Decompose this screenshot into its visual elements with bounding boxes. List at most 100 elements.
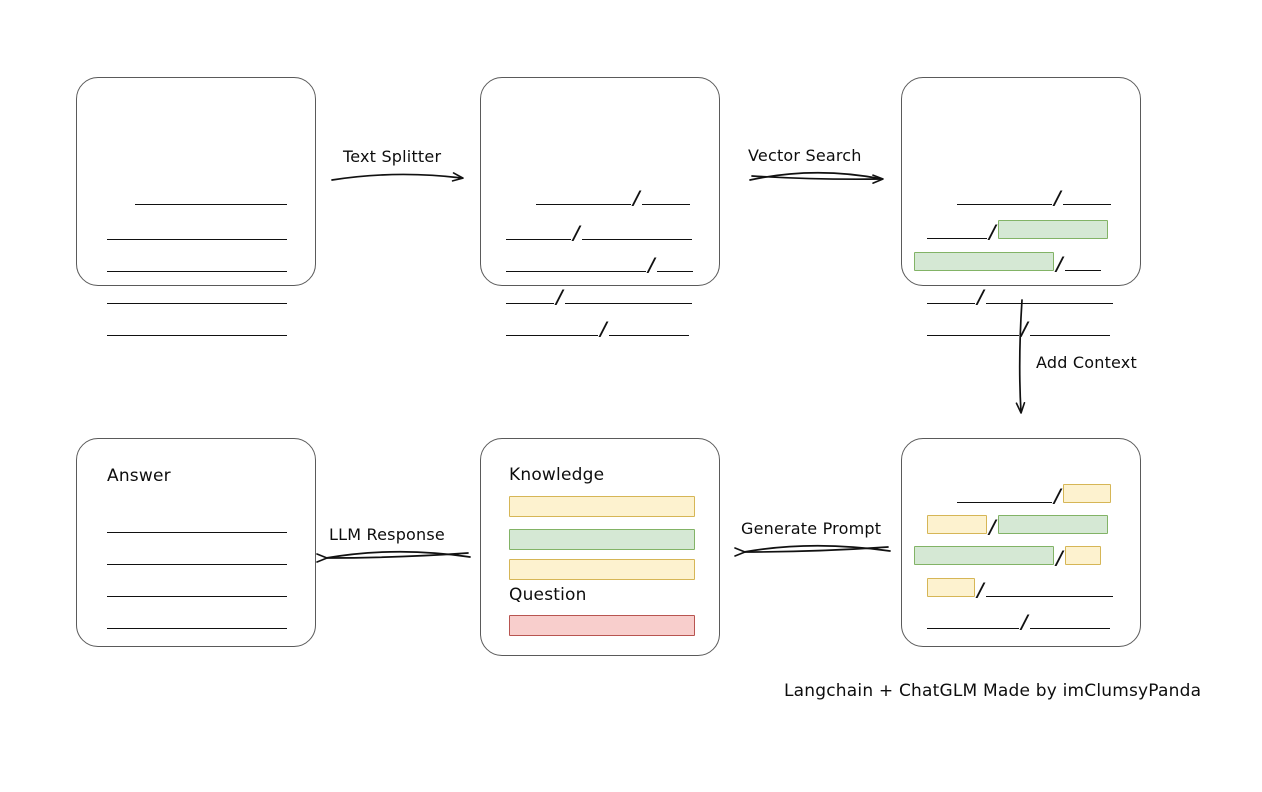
text-line: [107, 218, 287, 240]
context-chunk: [927, 515, 987, 534]
matched-chunk: [914, 252, 1054, 271]
chunk-separator: /: [1021, 611, 1028, 633]
text-segment: [506, 256, 646, 272]
text-segment: [135, 189, 287, 205]
text-line: /: [927, 607, 1110, 633]
text-segment: [1029, 613, 1110, 629]
text-segment: [107, 320, 287, 336]
answer-lines: [77, 439, 315, 646]
knowledge-bar: [509, 529, 695, 550]
context-chunk: [1064, 546, 1101, 565]
text-segment: [957, 487, 1052, 503]
text-line: [135, 183, 287, 205]
text-line: /: [927, 575, 1113, 601]
text-line: [107, 314, 287, 336]
text-segment: [107, 288, 287, 304]
source-document[interactable]: [76, 77, 316, 336]
text-line: /: [506, 282, 692, 308]
searched-document-lines: / / / / /: [902, 78, 1140, 339]
chunk-separator: /: [989, 221, 996, 243]
text-segment: [927, 613, 1019, 629]
text-segment: [107, 224, 287, 240]
knowledge-heading: Knowledge: [509, 465, 605, 485]
text-line: /: [914, 543, 1101, 569]
chunk-separator: /: [633, 187, 640, 209]
text-segment: [1062, 189, 1111, 205]
chunk-separator: /: [556, 286, 563, 308]
text-line: /: [914, 249, 1101, 275]
context-chunk: [1062, 484, 1111, 503]
text-line: /: [957, 481, 1111, 507]
text-line: [107, 250, 287, 272]
footer-credit: Langchain + ChatGLM Made by imClumsyPand…: [784, 681, 1202, 701]
searched-document[interactable]: / / / / /: [901, 77, 1141, 339]
text-line: /: [927, 217, 1108, 243]
chunk-separator: /: [977, 579, 984, 601]
answer-heading: Answer: [107, 466, 171, 486]
text-line: /: [506, 218, 692, 243]
text-line: /: [927, 512, 1108, 538]
arrow-vector-search: [749, 171, 884, 184]
text-segment: [927, 320, 1019, 336]
text-segment: [506, 320, 598, 336]
answer-box[interactable]: Answer: [76, 438, 316, 647]
text-segment: [927, 288, 975, 304]
chunk-separator: /: [1054, 187, 1061, 209]
prompt-box[interactable]: Knowledge Question: [480, 438, 720, 656]
edge-label-add-context: Add Context: [1036, 353, 1137, 372]
chunk-separator: /: [1021, 318, 1028, 340]
source-document-lines: [77, 78, 315, 336]
text-segment: [927, 223, 987, 239]
chunk-separator: /: [648, 254, 655, 276]
text-segment: [506, 288, 554, 304]
arrow-generate-prompt: [734, 544, 891, 557]
chunk-separator: /: [977, 286, 984, 308]
context-document-lines: / / / / /: [902, 439, 1140, 646]
text-line: /: [927, 282, 1113, 308]
context-chunk: [927, 578, 975, 597]
text-line: [107, 607, 287, 629]
chunk-separator: /: [1056, 253, 1063, 275]
text-line: [107, 511, 287, 533]
chunk-separator: /: [989, 516, 996, 538]
text-segment: [564, 288, 692, 304]
text-segment: [985, 288, 1113, 304]
text-segment: [107, 613, 287, 629]
edge-label-text-splitter: Text Splitter: [343, 147, 442, 166]
text-segment: [107, 549, 287, 565]
text-segment: [608, 320, 689, 336]
question-heading: Question: [509, 585, 587, 605]
text-segment: [506, 224, 571, 240]
text-segment: [1064, 255, 1101, 271]
text-segment: [536, 189, 631, 205]
text-line: [107, 575, 287, 597]
text-segment: [985, 581, 1113, 597]
text-segment: [1029, 320, 1110, 336]
text-segment: [641, 189, 690, 205]
text-line: [107, 543, 287, 565]
edge-label-generate-prompt: Generate Prompt: [741, 519, 882, 538]
split-document-lines: / / / / /: [481, 78, 719, 339]
question-bar: [509, 615, 695, 636]
matched-chunk: [914, 546, 1054, 565]
text-segment: [656, 256, 693, 272]
text-line: /: [927, 314, 1110, 340]
text-line: /: [506, 250, 693, 276]
text-segment: [107, 256, 287, 272]
chunk-separator: /: [1054, 485, 1061, 507]
text-segment: [957, 189, 1052, 205]
text-line: /: [506, 314, 689, 340]
edge-label-vector-search: Vector Search: [748, 146, 862, 165]
context-document[interactable]: / / / / /: [901, 438, 1141, 647]
chunk-separator: /: [600, 318, 607, 340]
text-segment: [107, 517, 287, 533]
arrow-llm-response: [316, 550, 471, 563]
knowledge-bar: [509, 496, 695, 517]
text-segment: [107, 581, 287, 597]
split-document[interactable]: / / / / /: [480, 77, 720, 339]
text-line: /: [957, 183, 1111, 209]
chunk-separator: /: [1056, 547, 1063, 569]
edge-label-llm-response: LLM Response: [329, 525, 445, 544]
text-line: /: [536, 183, 690, 209]
